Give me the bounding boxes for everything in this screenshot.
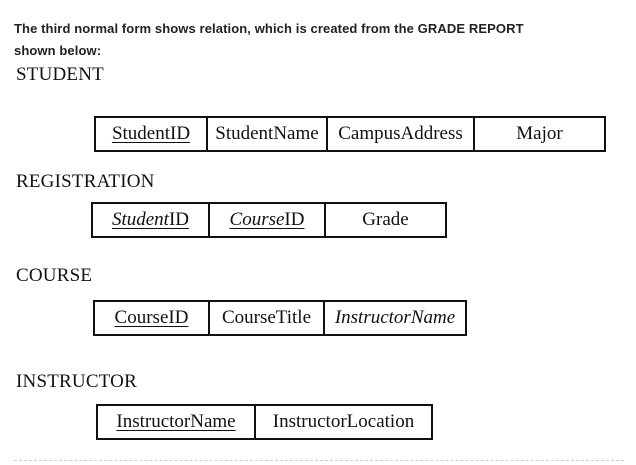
student-heading: STUDENT	[16, 64, 104, 85]
registration-col-courseid-label: CourseID	[230, 209, 305, 231]
registration-col-courseid-rest: ID	[284, 209, 305, 230]
instructor-col-instructorlocation: InstructorLocation	[272, 411, 415, 432]
intro-line-1: The third normal form shows relation, wh…	[14, 21, 524, 36]
student-relation: StudentID StudentName CampusAddress Majo…	[94, 116, 606, 152]
registration-col-studentid-italic: Student	[111, 209, 169, 230]
intro-text: The third normal form shows relation, wh…	[14, 18, 614, 62]
course-relation: CourseID CourseTitle InstructorName	[93, 300, 467, 336]
registration-col-studentid-rest: ID	[168, 209, 190, 230]
instructor-heading: INSTRUCTOR	[16, 371, 137, 392]
course-col-courseid-label: CourseID	[114, 307, 189, 328]
registration-relation: StudentID CourseID Grade	[91, 202, 447, 238]
registration-heading: REGISTRATION	[16, 171, 155, 192]
student-col-studentid-label: StudentID	[111, 123, 191, 144]
course-heading: COURSE	[16, 265, 93, 286]
course-col-instructorname: InstructorName	[334, 307, 456, 328]
student-col-studentname: StudentName	[208, 118, 328, 150]
course-col-courseid: CourseID	[95, 302, 210, 334]
registration-col-grade: Grade	[362, 209, 409, 230]
student-col-campusaddress: CampusAddress	[328, 118, 475, 150]
bottom-divider	[14, 460, 624, 461]
instructor-col-instructorname-label: InstructorName	[116, 411, 236, 432]
course-col-coursetitle: CourseTitle	[210, 302, 325, 334]
student-col-studentid: StudentID	[96, 118, 208, 150]
registration-col-courseid-italic: Course	[229, 209, 285, 230]
registration-col-studentid-label: StudentID	[112, 209, 189, 231]
intro-line-2: shown below:	[14, 43, 102, 58]
instructor-col-instructorname: InstructorName	[98, 406, 256, 438]
instructor-relation: InstructorName InstructorLocation	[96, 404, 433, 440]
registration-col-studentid: StudentID	[93, 204, 210, 236]
registration-col-courseid: CourseID	[210, 204, 326, 236]
student-col-major: Major	[516, 123, 563, 144]
